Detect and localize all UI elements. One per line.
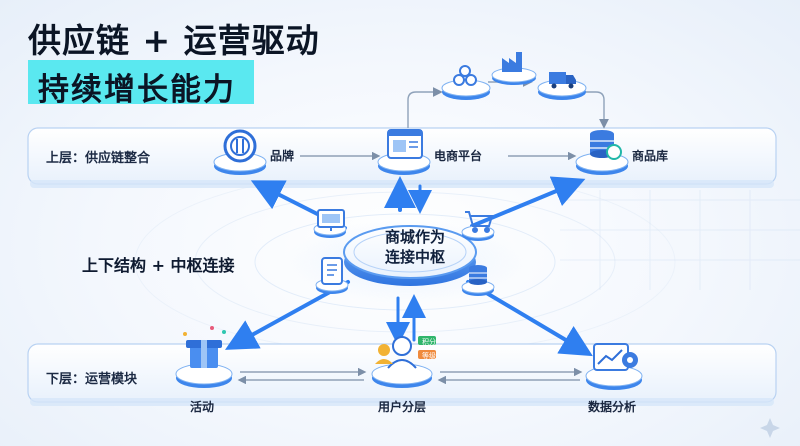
user-group-icon	[375, 336, 417, 369]
chart-gear-icon	[593, 343, 638, 371]
bottom-layer-label: 下层：运营模块	[46, 372, 138, 387]
brand-logo-icon	[223, 129, 257, 163]
delivery-truck-icon	[549, 72, 576, 89]
browser-window-icon	[387, 129, 423, 159]
database-sync-icon	[590, 130, 622, 160]
ecommerce-label: 电商平台	[434, 149, 483, 163]
page-title: 供应链 + 运营驱动	[28, 21, 320, 60]
gift-box-icon	[183, 326, 226, 368]
tablet-checklist-icon	[321, 257, 343, 285]
tag-green-badge	[418, 336, 436, 345]
materials-icon	[453, 65, 477, 86]
hub-label: 商城作为 连接中枢	[360, 227, 470, 267]
tag-orange: 等级	[422, 352, 436, 360]
subtitle-highlight	[28, 60, 254, 104]
top-layer-label: 上层：供应链整合	[46, 151, 151, 166]
sparkle-icon	[760, 418, 780, 438]
tag-green: 积分	[422, 338, 436, 346]
brand-label: 品牌	[270, 149, 295, 163]
user-segmentation-label: 用户分层	[378, 400, 427, 414]
page-subtitle: 持续增长能力	[38, 72, 236, 108]
tag-orange-badge	[418, 350, 436, 359]
hub-label-line1: 商城作为	[384, 228, 445, 246]
monitor-icon	[317, 209, 345, 231]
middle-layer-label: 上下结构 + 中枢连接	[82, 256, 235, 275]
data-analysis-label: 数据分析	[588, 400, 637, 414]
hub-platform	[343, 225, 477, 286]
bottom-connections	[237, 367, 583, 385]
activity-label: 活动	[190, 400, 215, 414]
shopping-cart-icon	[465, 211, 494, 233]
factory-icon	[502, 52, 522, 72]
product-library-label: 商品库	[632, 149, 669, 163]
background-grid	[560, 190, 800, 290]
hub-label-line2: 连接中枢	[384, 248, 445, 266]
database-icon	[469, 265, 487, 285]
